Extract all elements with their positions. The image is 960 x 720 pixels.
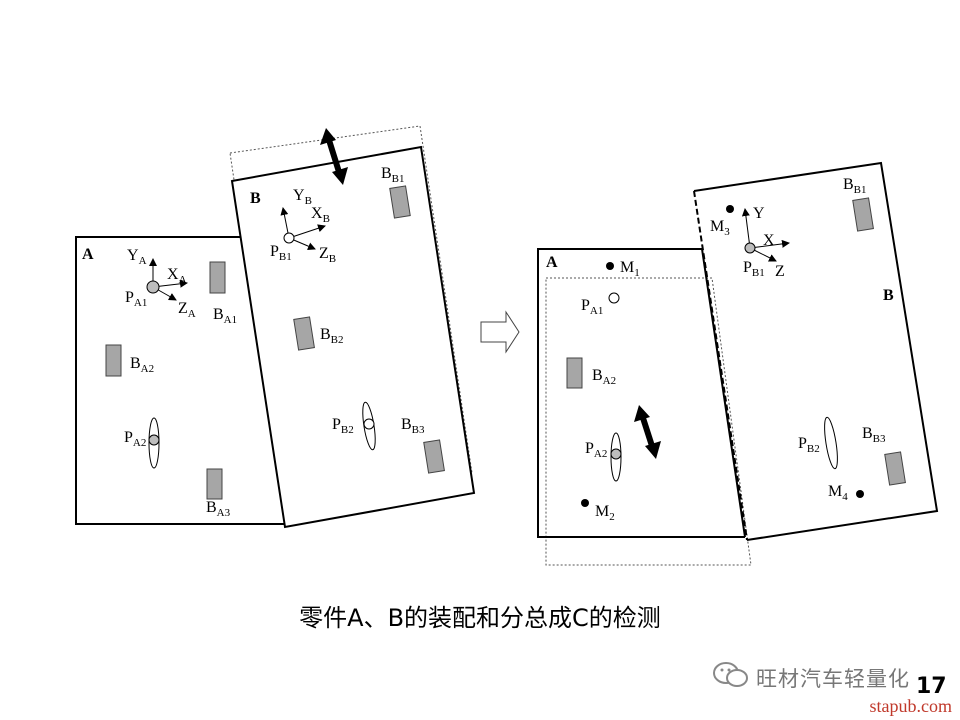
left-ba2-block: [105, 344, 122, 377]
right-part-b-label: B: [883, 287, 894, 304]
right-part-b-outline: [693, 161, 939, 541]
left-ba3-block: [206, 468, 223, 500]
right-m2-label: M2: [595, 503, 615, 523]
left-b-x-label: XB: [311, 205, 330, 225]
right-pb2-label: PB2: [798, 435, 820, 455]
transition-arrow: [480, 310, 520, 354]
left-b-z-label: ZB: [319, 245, 336, 265]
left-bb2-label: BB2: [320, 326, 344, 346]
watermark: 旺材汽车轻量化: [712, 660, 952, 694]
right-pa2-pin: [610, 448, 622, 460]
right-pa2-slot: [610, 432, 622, 482]
right-pa1-label: PA1: [581, 297, 603, 317]
left-pa1-pin: [146, 280, 160, 294]
left-b-coord-frame: [280, 207, 326, 250]
left-part-b-label: B: [250, 190, 261, 207]
left-pb1-pin: [283, 232, 295, 244]
right-part-a-right-edge: [701, 248, 746, 538]
right-ba2-block: [566, 357, 583, 389]
left-a-z-label: ZA: [178, 300, 196, 320]
left-pb2-pin: [363, 418, 375, 430]
right-pb1-label: PB1: [743, 259, 765, 279]
left-pa1-label: PA1: [125, 289, 147, 309]
page-number: 17: [916, 674, 947, 699]
left-a-coord-frame: [146, 258, 188, 301]
right-diagram: A M1 PA1 BA2 PA2 M2 B M3 Y X Z PB1 BB1 P…: [537, 161, 939, 566]
right-part-b-dashed-edge: [693, 190, 748, 541]
figure-caption: 零件A、B的装配和分总成C的检测: [299, 604, 661, 632]
right-bb1-block: [852, 197, 874, 232]
right-m1-label: M1: [620, 259, 640, 279]
left-ba1-block: [209, 261, 226, 294]
right-part-a-dotted-outline: [545, 277, 752, 566]
left-adjust-arrow: [320, 128, 348, 185]
right-y-label: Y: [753, 205, 765, 222]
left-bb3-block: [423, 439, 445, 474]
left-a-x-label: XA: [167, 266, 187, 286]
left-ba1-label: BA1: [213, 306, 237, 326]
right-m4-label: M4: [828, 483, 848, 503]
right-m2-point: [581, 499, 589, 507]
right-adjust-arrow: [634, 405, 661, 459]
right-b-coord-frame: [741, 208, 790, 262]
left-bb3-label: BB3: [401, 416, 425, 436]
left-pb1-label: PB1: [270, 243, 292, 263]
left-pb2-label: PB2: [332, 416, 354, 436]
right-m3-label: M3: [710, 218, 730, 238]
left-ba3-label: BA3: [206, 499, 231, 519]
right-bb3-block: [884, 451, 906, 486]
left-b-y-label: YB: [293, 187, 312, 207]
right-pb2-slot: [824, 416, 838, 470]
right-pa1-hole: [608, 292, 620, 304]
left-pa2-slot: [148, 417, 160, 469]
left-bb1-block: [389, 185, 411, 219]
left-part-a-label: A: [82, 246, 94, 263]
left-bb1-label: BB1: [381, 165, 405, 185]
left-a-y-label: YA: [127, 247, 147, 267]
wechat-icon: [713, 662, 748, 687]
right-ba2-label: BA2: [592, 367, 616, 387]
right-m1-point: [606, 262, 614, 270]
left-pa2-pin: [148, 434, 160, 446]
left-diagram: A YA XA ZA PA1 BA1 BA2 PA2 BA3 B YB XB: [75, 125, 476, 529]
left-pa2-label: PA2: [124, 429, 146, 449]
right-bb1-label: BB1: [843, 176, 867, 196]
right-z-label: Z: [775, 263, 785, 280]
right-x-label: X: [763, 232, 775, 249]
right-part-a-label: A: [546, 254, 558, 271]
right-pb1-pin: [744, 242, 756, 254]
left-bb2-block: [293, 316, 315, 351]
site-link[interactable]: stapub.com: [869, 696, 953, 716]
right-m4-point: [856, 490, 864, 498]
watermark-text: 旺材汽车轻量化: [756, 667, 910, 691]
right-bb3-label: BB3: [862, 425, 886, 445]
right-m3-point: [726, 205, 734, 213]
right-pa2-label: PA2: [585, 440, 607, 460]
left-ba2-label: BA2: [130, 355, 154, 375]
right-part-a-outline: [537, 248, 745, 538]
